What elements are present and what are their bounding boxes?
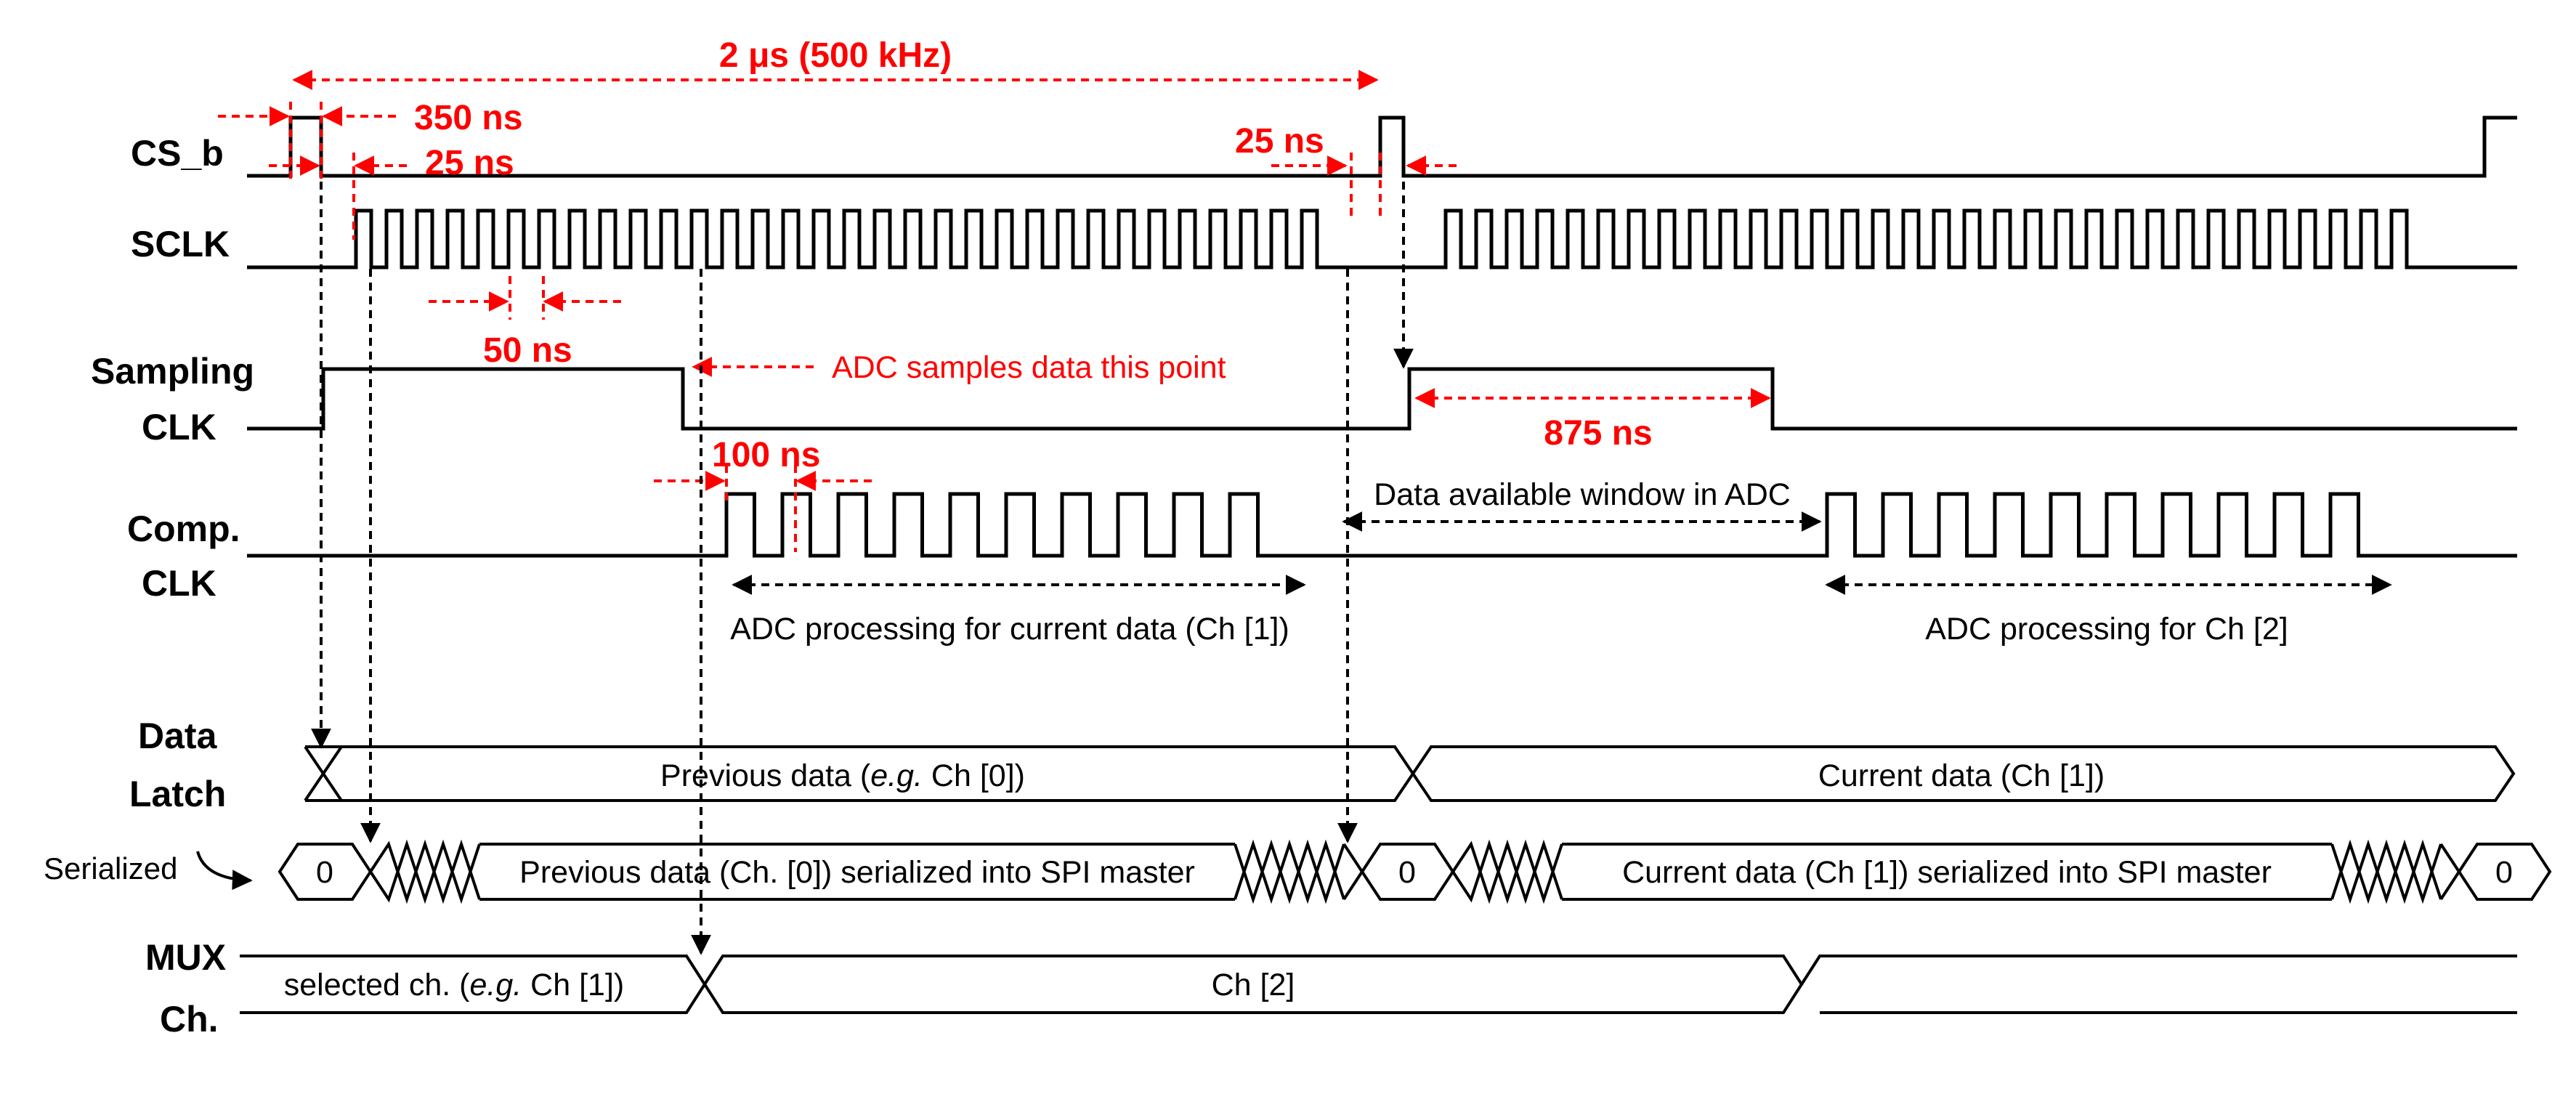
cs-b-label: CS_b	[131, 133, 224, 174]
sampling-clk-waveform	[247, 367, 2517, 431]
serialized-previous: Previous data (Ch. [0]) serialized into …	[519, 855, 1195, 890]
comp-label: Comp.	[127, 508, 240, 549]
setup-right-label: 25 ns	[1235, 122, 1324, 161]
data-latch-label-2: Latch	[129, 774, 226, 814]
latch-previous-data: Previous data (e.g. Ch [0])	[660, 758, 1025, 793]
serialized-current: Current data (Ch [1]) serialized into SP…	[1622, 855, 2272, 890]
adc-sample-note: ADC samples data this point	[832, 350, 1226, 385]
serialized-zero-1: 0	[316, 855, 333, 890]
adc-proc-ch2-note: ADC processing for Ch [2]	[1925, 612, 2288, 647]
guide-arrows	[311, 182, 1414, 955]
data-latch-label: Data	[138, 716, 218, 756]
comp-clk-label: CLK	[142, 563, 216, 604]
sampling-label: Sampling	[91, 351, 254, 392]
mux-ch-label: Ch.	[160, 999, 219, 1040]
comp-clk-waveform	[247, 492, 2517, 558]
sclk-half-label: 50 ns	[483, 331, 572, 370]
sampling-clk-label: CLK	[142, 407, 216, 447]
mux-ch2: Ch [2]	[1212, 968, 1295, 1002]
sclk-label: SCLK	[131, 224, 230, 264]
data-window-note: Data available window in ADC	[1374, 477, 1791, 512]
serialized-zero-3: 0	[2495, 855, 2513, 890]
mux-label: MUX	[145, 937, 226, 978]
sclk-waveform	[247, 208, 2517, 270]
adc-proc-current-note: ADC processing for current data (Ch [1])	[730, 612, 1289, 647]
cs-pulse-label: 350 ns	[414, 99, 522, 137]
sampling-high-label: 875 ns	[1544, 414, 1652, 453]
data-latch-bus	[304, 745, 2516, 802]
serialized-label: Serialized	[44, 851, 177, 886]
red-tick-dashes	[289, 102, 1382, 552]
serialized-arrow	[196, 851, 253, 891]
mux-selected-channel: selected ch. (e.g. Ch [1])	[284, 968, 624, 1002]
cs-b-waveform	[247, 116, 2517, 178]
serialized-zero-2: 0	[1398, 855, 1416, 890]
serialized-bus	[278, 839, 2552, 904]
period-label: 2 μs (500 kHz)	[719, 36, 952, 75]
latch-current-data: Current data (Ch [1])	[1818, 758, 2105, 793]
setup-left-label: 25 ns	[425, 144, 514, 182]
mux-bus	[240, 955, 2517, 1014]
comp-half-label: 100 ns	[712, 436, 820, 474]
